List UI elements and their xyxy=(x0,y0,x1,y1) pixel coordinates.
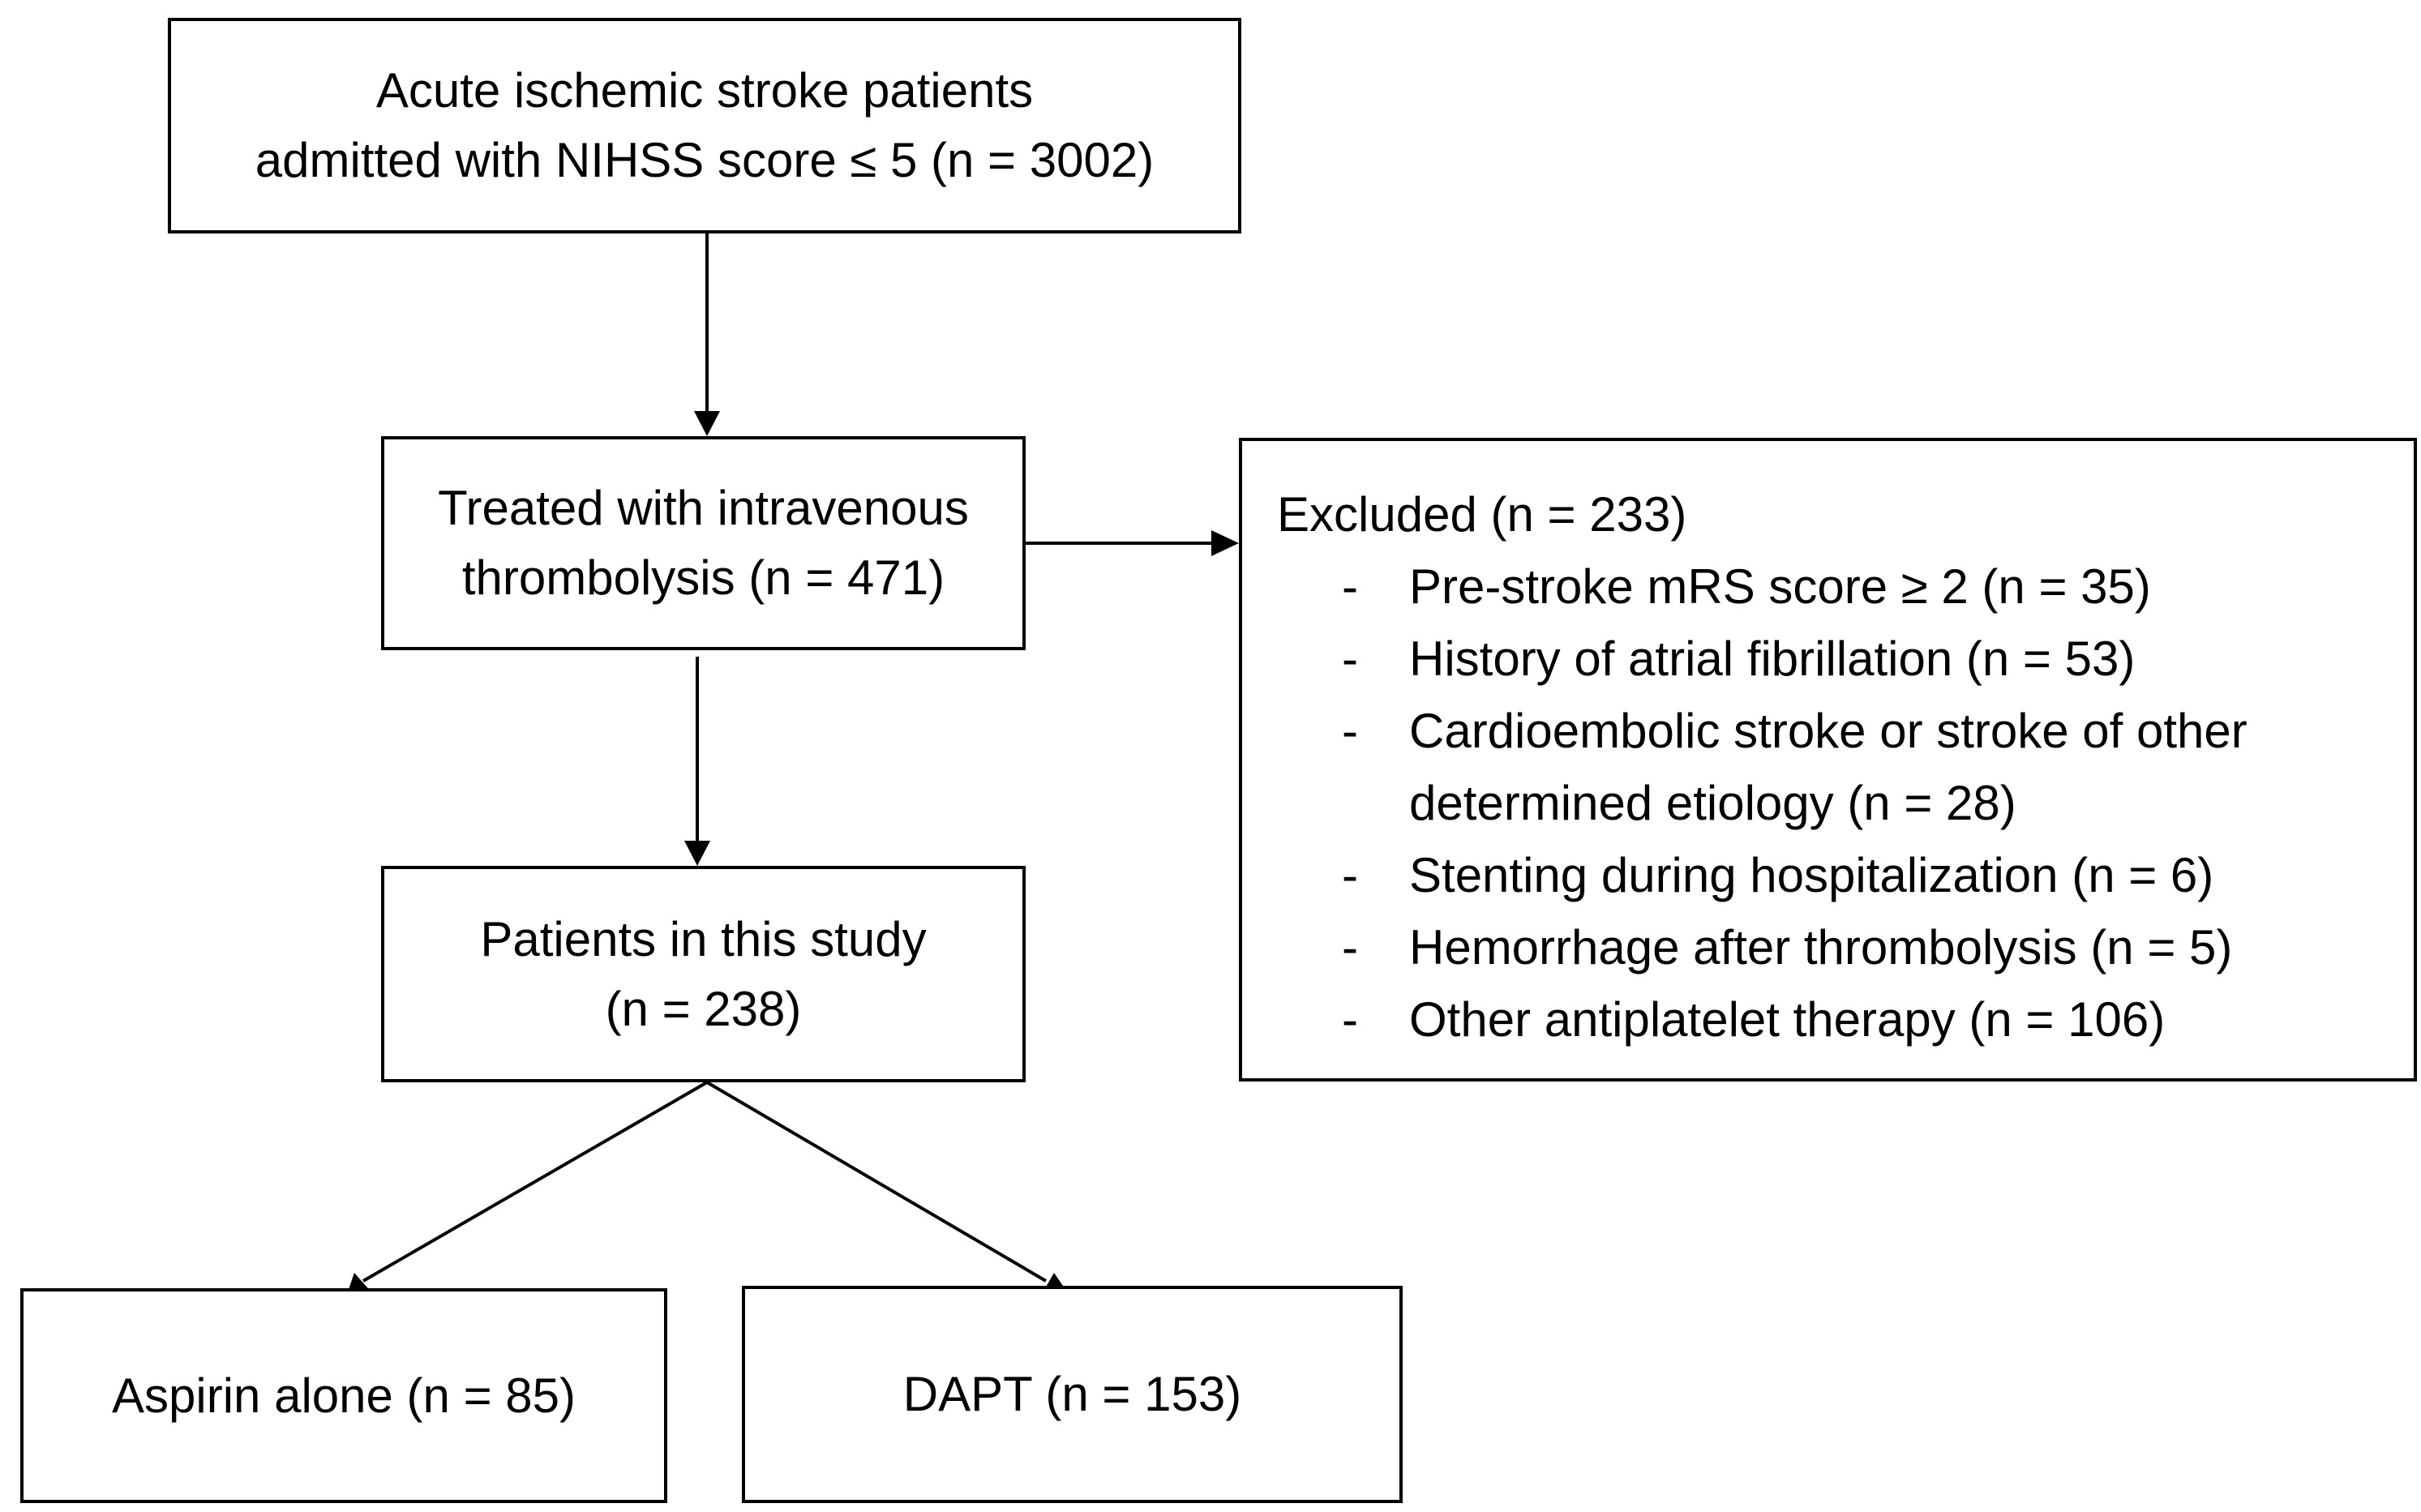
bullet-dash: - xyxy=(1342,704,1358,758)
screened-line-2: admitted with NIHSS score ≤ 5 (n = 3002) xyxy=(255,133,1155,187)
exclusion-item: - Cardioembolic stroke or stroke of othe… xyxy=(1277,695,2381,839)
bullet-dash: - xyxy=(1342,632,1358,686)
arrow-study-to-dapt xyxy=(705,1081,1069,1294)
arrow-thrombolysis-to-study xyxy=(684,657,710,866)
study-box: Patients in this study (n = 238) xyxy=(381,866,1026,1082)
screened-box: Acute ischemic stroke patients admitted … xyxy=(168,18,1241,233)
excluded-box: Excluded (n = 233) - Pre-stroke mRS scor… xyxy=(1239,438,2417,1082)
bullet-dash: - xyxy=(1342,559,1358,614)
aspirin-label: Aspirin alone (n = 85) xyxy=(112,1368,576,1423)
study-line-2: (n = 238) xyxy=(605,981,802,1036)
exclusion-item-line-1: Pre-stroke mRS score ≥ 2 (n = 35) xyxy=(1409,559,2151,614)
screened-line-1: Acute ischemic stroke patients xyxy=(375,63,1034,118)
arrow-screened-to-thrombolysis xyxy=(694,233,720,436)
bullet-dash: - xyxy=(1342,848,1358,902)
aspirin-box: Aspirin alone (n = 85) xyxy=(20,1288,667,1503)
bullet-dash: - xyxy=(1342,992,1358,1047)
exclusion-item: - Pre-stroke mRS score ≥ 2 (n = 35) xyxy=(1277,550,2381,623)
exclusion-item-line-1: History of atrial fibrillation (n = 53) xyxy=(1409,632,2136,686)
thrombolysis-line-1: Treated with intravenous xyxy=(438,481,969,535)
thrombolysis-line-2: thrombolysis (n = 471) xyxy=(461,550,945,605)
exclusion-item: - Stenting during hospitalization (n = 6… xyxy=(1277,839,2381,911)
exclusion-item: - History of atrial fibrillation (n = 53… xyxy=(1277,623,2381,695)
exclusion-item-text: History of atrial fibrillation (n = 53) xyxy=(1409,623,2381,695)
exclusion-item-text: Hemorrhage after thrombolysis (n = 5) xyxy=(1409,911,2381,983)
dapt-label: DAPT (n = 153) xyxy=(902,1367,1242,1421)
thrombolysis-box: Treated with intravenous thrombolysis (n… xyxy=(381,436,1026,650)
excluded-heading: Excluded (n = 233) xyxy=(1277,487,1687,542)
bullet-dash: - xyxy=(1342,920,1358,974)
dapt-box: DAPT (n = 153) xyxy=(742,1286,1403,1503)
exclusion-item-line-2: determined etiology (n = 28) xyxy=(1409,776,2016,830)
exclusion-item-line-1: Other antiplatelet therapy (n = 106) xyxy=(1409,992,2166,1047)
exclusion-item: - Hemorrhage after thrombolysis (n = 5) xyxy=(1277,911,2381,983)
study-line-1: Patients in this study xyxy=(480,911,927,966)
exclusion-item-text: Cardioembolic stroke or stroke of other … xyxy=(1409,695,2381,839)
exclusion-item-text: Stenting during hospitalization (n = 6) xyxy=(1409,839,2381,911)
arrow-study-to-aspirin xyxy=(347,1081,709,1294)
exclusion-item-line-1: Hemorrhage after thrombolysis (n = 5) xyxy=(1409,920,2233,974)
exclusion-item: - Other antiplatelet therapy (n = 106) xyxy=(1277,983,2381,1056)
exclusion-item-text: Pre-stroke mRS score ≥ 2 (n = 35) xyxy=(1409,550,2381,623)
exclusion-list: - Pre-stroke mRS score ≥ 2 (n = 35) - Hi… xyxy=(1277,550,2381,1056)
exclusion-item-text: Other antiplatelet therapy (n = 106) xyxy=(1409,983,2381,1056)
exclusion-item-line-1: Stenting during hospitalization (n = 6) xyxy=(1409,848,2214,902)
arrow-thrombolysis-to-excluded xyxy=(1026,530,1239,556)
exclusion-item-line-1: Cardioembolic stroke or stroke of other xyxy=(1409,704,2247,758)
